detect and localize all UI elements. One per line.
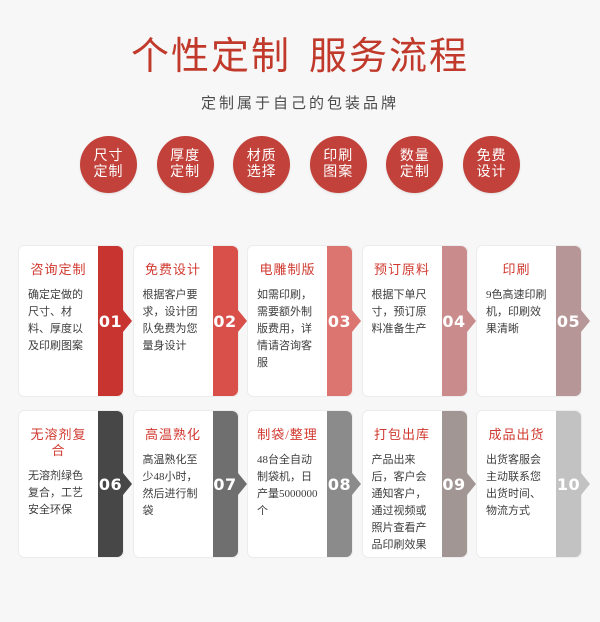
step-card-06-number-band: 06 — [98, 411, 132, 557]
feature-circle-free-design-line1: 免费 — [476, 148, 507, 164]
step-card-02-body: 免费设计 根据客户要求，设计团队免费为您量身设计 — [134, 246, 212, 363]
step-card-10-body: 成品出货 出货客服会主动联系您出货时间、物流方式 — [477, 411, 555, 528]
step-card-07-body: 高温熟化 高温熟化至少48小时，然后进行制袋 — [134, 411, 212, 528]
step-card-09-number-band: 09 — [441, 411, 476, 557]
step-card-01-number: 01 — [98, 311, 123, 331]
step-arrow-icon — [352, 473, 361, 495]
step-card-10-number-band: 10 — [556, 411, 590, 557]
page-title-right: 服务流程 — [309, 36, 470, 78]
step-card-03-title: 电雕制版 — [259, 262, 316, 277]
feature-circle-row: 尺寸 定制 厚度 定制 材质 选择 印刷 图案 数量 定制 免费 设计 — [80, 136, 520, 193]
feature-circle-material-line1: 材质 — [246, 148, 277, 164]
step-card-03[interactable]: 电雕制版 如需印刷，需要额外制版费用，详情请咨询客服 03 — [247, 245, 361, 397]
feature-circle-quantity[interactable]: 数量 定制 — [386, 136, 444, 193]
step-card-10-title: 成品出货 — [488, 427, 545, 442]
step-arrow-icon — [123, 473, 132, 495]
feature-circle-thickness-line1: 厚度 — [170, 148, 201, 164]
page-title-left: 个性定制 — [130, 36, 291, 78]
step-card-08-text: 48台全自动制袋机，日产量5000000个 — [257, 454, 318, 517]
step-arrow-icon — [237, 310, 247, 332]
step-arrow-icon — [352, 310, 361, 332]
feature-circle-size-line2: 定制 — [93, 164, 124, 180]
step-card-07-number-band: 07 — [212, 411, 247, 557]
step-card-08[interactable]: 制袋/整理 48台全自动制袋机，日产量5000000个 08 — [247, 410, 361, 558]
process-steps: 咨询定制 确定定做的尺寸、材料、厚度以及印刷图案 01 免费设计 根据客户要求，… — [0, 245, 600, 558]
step-card-06-number: 06 — [98, 474, 123, 494]
step-card-04-title: 预订原料 — [373, 262, 430, 277]
feature-circle-thickness-line2: 定制 — [170, 164, 201, 180]
step-arrow-icon — [466, 473, 476, 495]
feature-circle-quantity-line2: 定制 — [399, 164, 430, 180]
feature-circle-print-line2: 图案 — [323, 164, 354, 180]
page-title: 个性定制服务流程 — [0, 34, 600, 80]
step-card-04-number-band: 04 — [441, 246, 476, 396]
step-card-09-number: 09 — [442, 474, 466, 494]
step-arrow-icon — [581, 310, 590, 332]
step-card-09-body: 打包出库 产品出来后，客户会通知客户，通过视频或照片查看产品印刷效果 — [363, 411, 441, 562]
feature-circle-free-design-line2: 设计 — [476, 164, 507, 180]
step-card-09-title: 打包出库 — [373, 427, 430, 442]
step-card-03-number: 03 — [327, 311, 352, 331]
step-card-01-number-band: 01 — [98, 246, 132, 396]
step-card-01-body: 咨询定制 确定定做的尺寸、材料、厚度以及印刷图案 — [19, 246, 97, 363]
step-card-06-body: 无溶剂复合 无溶剂绿色复合，工艺安全环保 — [19, 411, 97, 527]
step-card-02-text: 根据客户要求，设计团队免费为您量身设计 — [142, 289, 198, 352]
feature-circle-material-line2: 选择 — [246, 164, 277, 180]
step-card-10[interactable]: 成品出货 出货客服会主动联系您出货时间、物流方式 10 — [476, 410, 590, 558]
step-card-02-title: 免费设计 — [144, 262, 201, 277]
step-card-05-body: 印刷 9色高速印刷机，印刷效果清晰 — [477, 246, 555, 346]
step-card-01[interactable]: 咨询定制 确定定做的尺寸、材料、厚度以及印刷图案 01 — [18, 245, 132, 397]
step-card-05-title: 印刷 — [502, 262, 531, 277]
step-card-04-text: 根据下单尺寸，预订原料准备生产 — [371, 289, 427, 335]
step-arrow-icon — [237, 473, 247, 495]
feature-circle-print-line1: 印刷 — [323, 148, 354, 164]
feature-circle-print[interactable]: 印刷 图案 — [309, 136, 367, 193]
feature-circle-size-line1: 尺寸 — [93, 148, 124, 164]
step-card-04[interactable]: 预订原料 根据下单尺寸，预订原料准备生产 04 — [361, 245, 476, 397]
step-row-1: 咨询定制 确定定做的尺寸、材料、厚度以及印刷图案 01 免费设计 根据客户要求，… — [0, 245, 600, 397]
step-card-10-text: 出货客服会主动联系您出货时间、物流方式 — [486, 454, 541, 517]
step-card-05-text: 9色高速印刷机，印刷效果清晰 — [486, 289, 547, 335]
step-card-04-number: 04 — [442, 311, 466, 331]
page-subtitle: 定制属于自己的包装品牌 — [200, 95, 399, 112]
step-card-07-title: 高温熟化 — [144, 427, 201, 442]
step-card-06-title: 无溶剂复合 — [30, 427, 87, 458]
step-arrow-icon — [581, 473, 590, 495]
step-card-01-title: 咨询定制 — [30, 262, 87, 277]
step-card-09-text: 产品出来后，客户会通知客户，通过视频或照片查看产品印刷效果 — [371, 454, 427, 551]
step-row-2: 无溶剂复合 无溶剂绿色复合，工艺安全环保 06 高温熟化 高温熟化至少48小时，… — [0, 410, 600, 558]
step-card-08-title: 制袋/整理 — [257, 427, 318, 442]
step-card-03-body: 电雕制版 如需印刷，需要额外制版费用，详情请咨询客服 — [248, 246, 326, 380]
step-card-06[interactable]: 无溶剂复合 无溶剂绿色复合，工艺安全环保 06 — [18, 410, 132, 558]
step-card-07[interactable]: 高温熟化 高温熟化至少48小时，然后进行制袋 07 — [132, 410, 247, 558]
step-card-01-text: 确定定做的尺寸、材料、厚度以及印刷图案 — [28, 289, 83, 352]
feature-circle-size[interactable]: 尺寸 定制 — [80, 136, 137, 193]
page-header: 个性定制服务流程 定制属于自己的包装品牌 — [0, 0, 600, 114]
step-card-07-text: 高温熟化至少48小时，然后进行制袋 — [142, 454, 198, 517]
step-card-10-number: 10 — [556, 474, 581, 494]
feature-circle-material[interactable]: 材质 选择 — [233, 136, 291, 193]
step-card-05-number: 05 — [556, 311, 581, 331]
step-card-05-number-band: 05 — [556, 246, 590, 396]
feature-circle-free-design[interactable]: 免费 设计 — [462, 136, 520, 193]
step-card-02[interactable]: 免费设计 根据客户要求，设计团队免费为您量身设计 02 — [132, 245, 247, 397]
step-card-03-number-band: 03 — [327, 246, 361, 396]
step-card-05[interactable]: 印刷 9色高速印刷机，印刷效果清晰 05 — [476, 245, 590, 397]
step-arrow-icon — [123, 310, 132, 332]
step-card-02-number: 02 — [213, 311, 237, 331]
feature-circle-thickness[interactable]: 厚度 定制 — [156, 136, 214, 193]
step-arrow-icon — [466, 310, 476, 332]
step-card-08-body: 制袋/整理 48台全自动制袋机，日产量5000000个 — [248, 411, 326, 528]
step-card-08-number-band: 08 — [327, 411, 361, 557]
step-card-02-number-band: 02 — [212, 246, 247, 396]
step-card-06-text: 无溶剂绿色复合，工艺安全环保 — [28, 470, 83, 516]
feature-circle-quantity-line1: 数量 — [399, 148, 430, 164]
step-card-08-number: 08 — [327, 474, 352, 494]
step-card-07-number: 07 — [213, 474, 237, 494]
step-card-04-body: 预订原料 根据下单尺寸，预订原料准备生产 — [363, 246, 441, 346]
step-card-03-text: 如需印刷，需要额外制版费用，详情请咨询客服 — [257, 289, 312, 369]
step-card-09[interactable]: 打包出库 产品出来后，客户会通知客户，通过视频或照片查看产品印刷效果 09 — [361, 410, 476, 558]
